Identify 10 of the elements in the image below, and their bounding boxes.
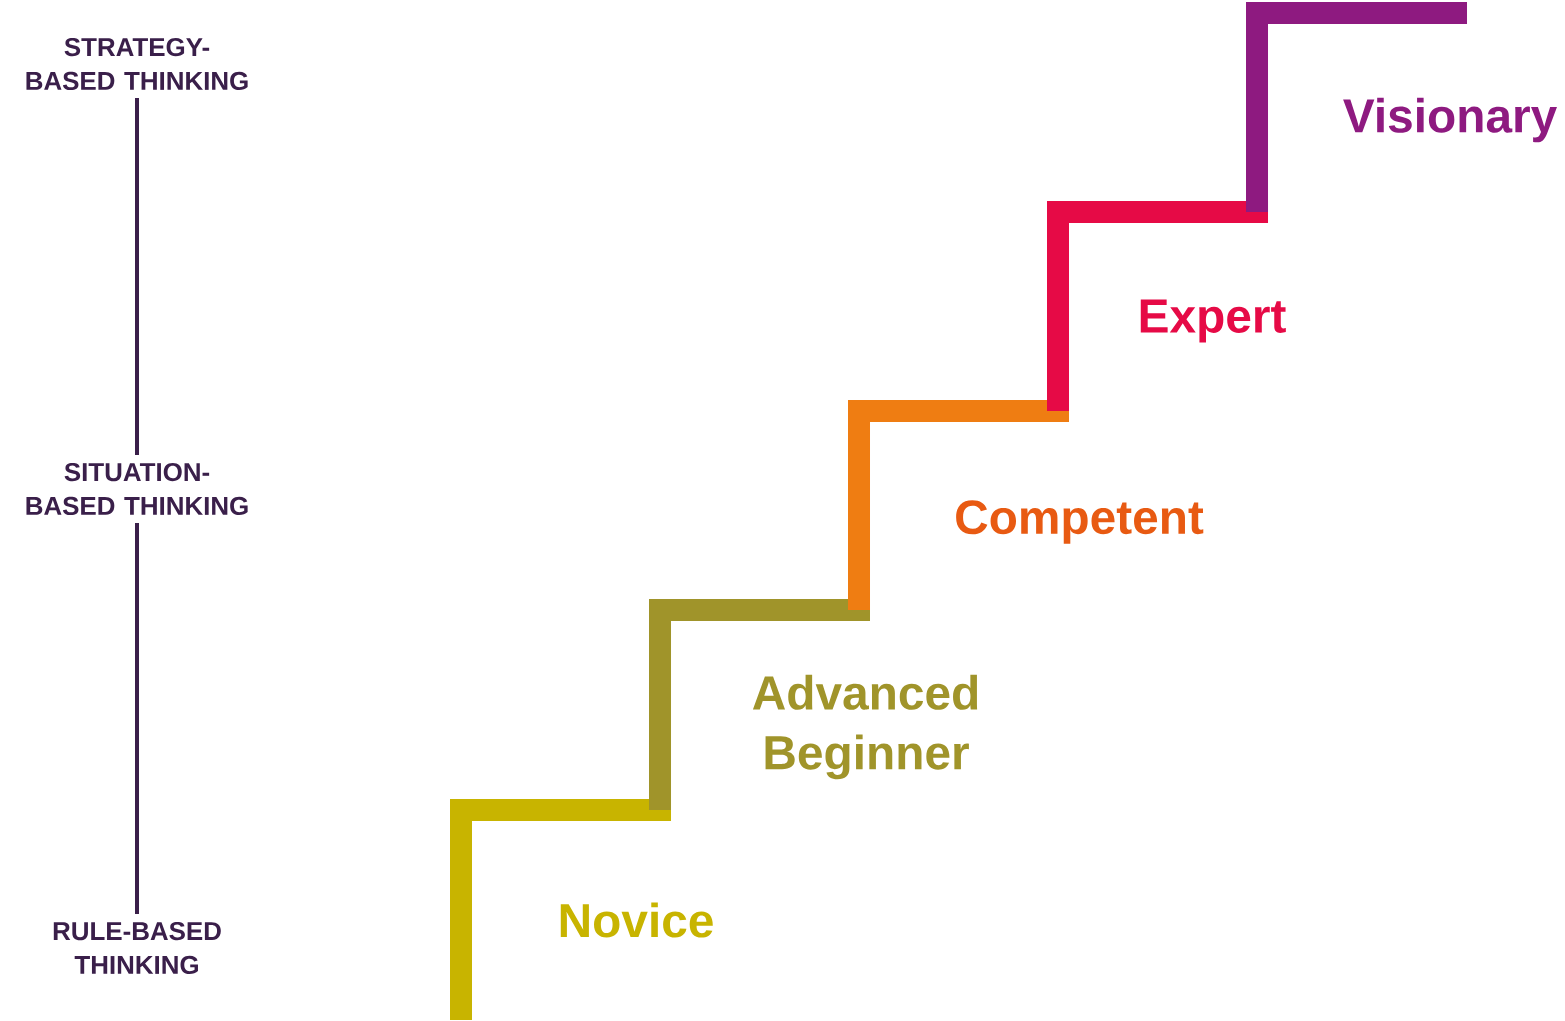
- connector-line: [135, 523, 139, 914]
- level-label: STRATEGY-BASED THINKING: [26, 37, 248, 91]
- stage-label: Expert: [1140, 299, 1286, 343]
- stage-label: Visionary: [1343, 97, 1557, 143]
- level-label: SITUATION-BASED THINKING: [26, 462, 248, 516]
- connector-line: [135, 98, 139, 455]
- level-label: RULE-BASED THINKING: [53, 921, 221, 975]
- stage-label: Advanced Beginner: [752, 674, 978, 780]
- stage-label: Novice: [560, 902, 713, 938]
- stage-label: Competent: [956, 500, 1204, 544]
